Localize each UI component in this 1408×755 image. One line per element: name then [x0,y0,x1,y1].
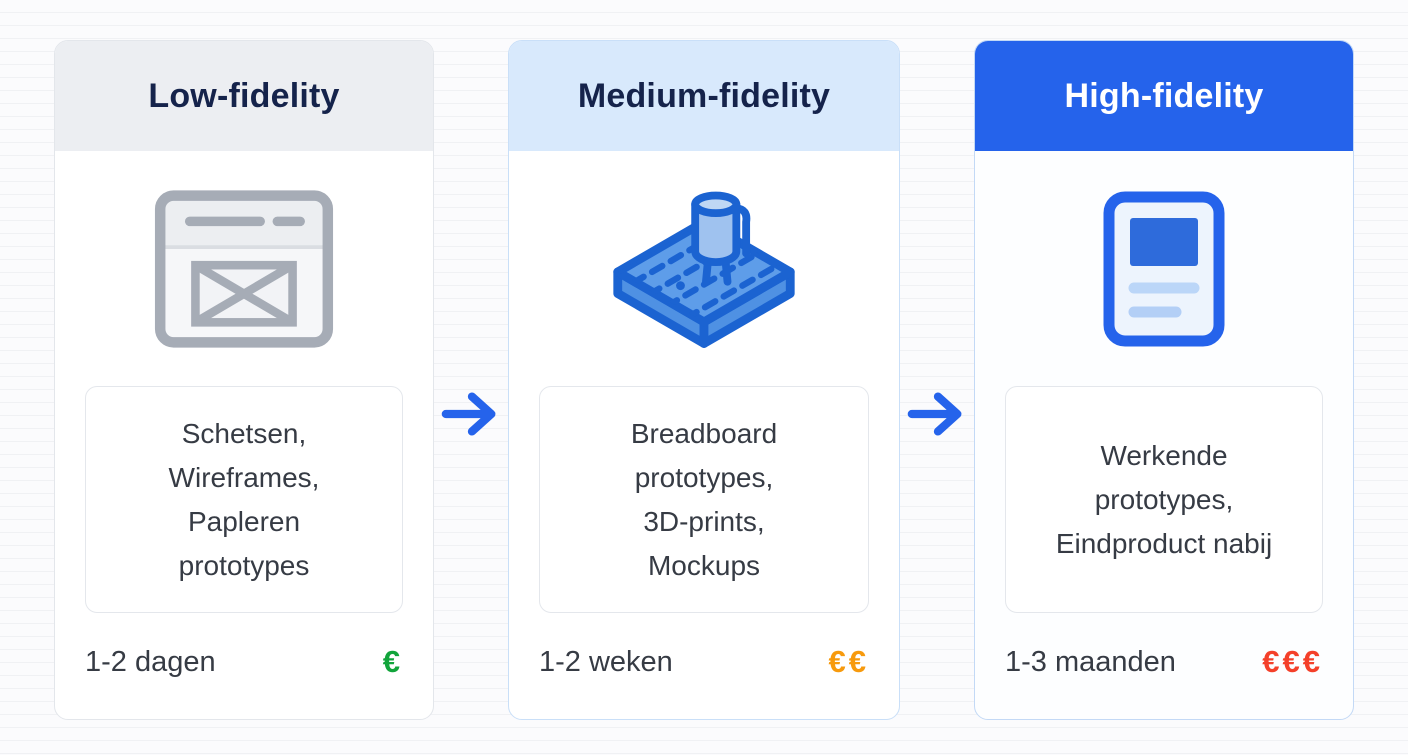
card-low-fidelity: Low-fidelity Schetsen,Wireframes,Paplere… [54,40,434,720]
arrow-right-icon [900,386,974,442]
arrow-right-icon [434,386,508,442]
card-title-high: High-fidelity [1064,76,1264,115]
card-medium-fidelity: Medium-fidelity [508,40,900,720]
duration-label-low: 1-2 dagen [85,645,216,678]
card-header-medium: Medium-fidelity [509,41,899,151]
card-footer-low: 1-2 dagen € [55,613,433,719]
cost-indicator-high: €€€ [1262,644,1323,679]
hifi-screen-icon [975,151,1353,386]
card-title-low: Low-fidelity [148,76,340,115]
card-footer-medium: 1-2 weken €€ [509,613,899,719]
duration-label-high: 1-3 maanden [1005,645,1176,678]
card-header-low: Low-fidelity [55,41,433,151]
card-footer-high: 1-3 maanden €€€ [975,613,1353,719]
wireframe-browser-icon [55,151,433,386]
card-title-medium: Medium-fidelity [577,76,831,115]
cost-indicator-low: € [382,644,403,679]
card-header-high: High-fidelity [975,41,1353,151]
duration-label-medium: 1-2 weken [539,645,673,678]
cost-indicator-medium: €€ [828,644,869,679]
breadboard-icon [509,151,899,386]
